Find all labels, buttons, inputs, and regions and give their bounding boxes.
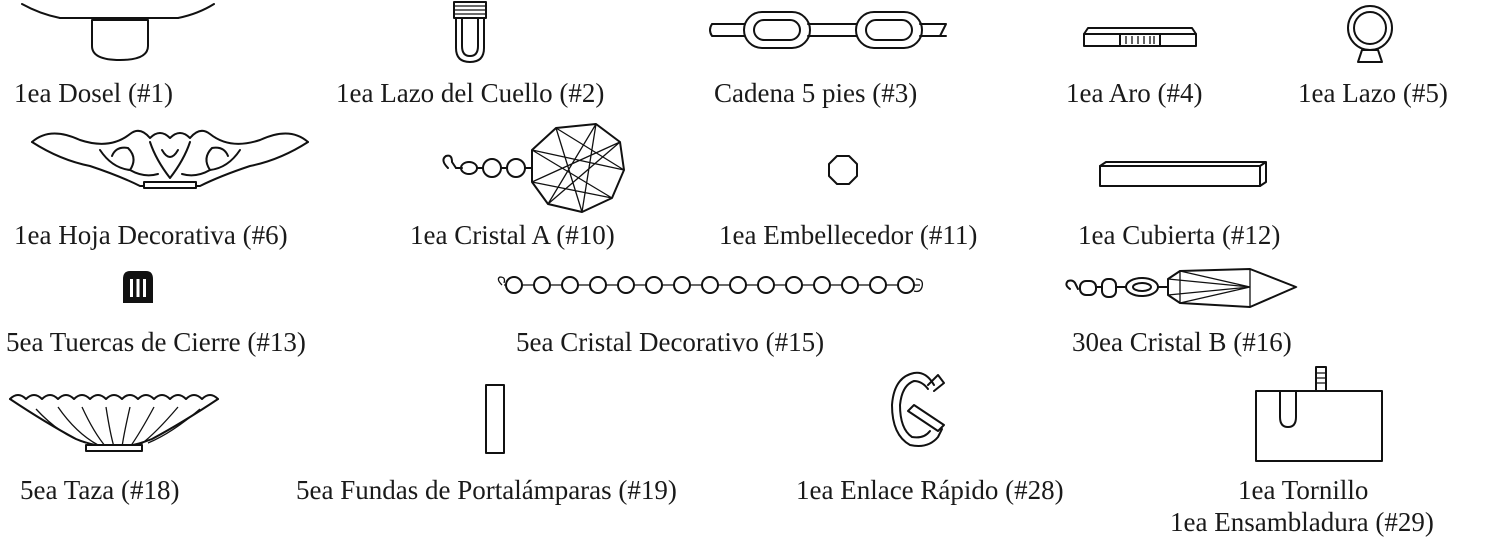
part-decorative-crystal: 5ea Cristal Decorativo (#15): [490, 265, 930, 365]
part-ring: 1ea Aro (#4): [1040, 0, 1240, 110]
crystal-prism-icon: [1060, 265, 1320, 315]
bobeche-cup-icon: [6, 387, 226, 467]
lock-nuts-label: 5ea Tuercas de Cierre (#13): [6, 327, 306, 357]
socket-cover-icon: [478, 383, 518, 463]
part-decorative-leaf: 1ea Hoja Decorativa (#6): [0, 120, 360, 260]
socket-covers-label: 5ea Fundas de Portalámparas (#19): [296, 475, 677, 505]
chain-label: Cadena 5 pies (#3): [714, 78, 918, 108]
screw-label: 1ea Tornillo: [1238, 475, 1369, 505]
ring-icon: [1080, 0, 1220, 70]
cover-plate-icon: [1094, 150, 1274, 210]
trim-label: 1ea Embellecedor (#11): [719, 220, 978, 250]
part-canopy: 1ea Dosel (#1): [0, 0, 240, 110]
part-chain: Cadena 5 pies (#3): [700, 0, 960, 110]
screw-bracket-icon: [1246, 365, 1386, 465]
part-lock-nuts: 5ea Tuercas de Cierre (#13): [0, 265, 380, 365]
decorative-leaf-label: 1ea Hoja Decorativa (#6): [14, 220, 288, 250]
ring-label: 1ea Aro (#4): [1066, 78, 1203, 108]
part-neck-loop: 1ea Lazo del Cuello (#2): [330, 0, 650, 110]
part-loop: 1ea Lazo (#5): [1290, 0, 1488, 110]
part-crystal-b: 30ea Cristal B (#16): [1060, 265, 1360, 365]
decorative-crystal-label: 5ea Cristal Decorativo (#15): [516, 327, 825, 357]
canopy-icon: [0, 0, 240, 70]
decorative-leaf-icon: [20, 120, 320, 200]
part-trim: 1ea Embellecedor (#11): [715, 120, 1035, 260]
assembly-label: 1ea Ensambladura (#29): [1170, 507, 1434, 537]
crystal-a-label: 1ea Cristal A (#10): [410, 220, 615, 250]
quick-link-icon: [880, 365, 960, 455]
chain-icon: [710, 0, 950, 70]
quick-link-label: 1ea Enlace Rápido (#28): [796, 475, 1064, 505]
trim-ring-icon: [823, 150, 863, 200]
part-cover: 1ea Cubierta (#12): [1070, 120, 1370, 260]
part-socket-covers: 5ea Fundas de Portalámparas (#19): [290, 365, 770, 505]
lock-nut-icon: [123, 271, 153, 303]
neck-loop-label: 1ea Lazo del Cuello (#2): [336, 78, 605, 108]
crystal-ball-icon: [436, 120, 636, 215]
cup-label: 5ea Taza (#18): [20, 475, 180, 505]
part-screw-assembly: 1ea Tornillo 1ea Ensambladura (#29): [1160, 365, 1488, 540]
canopy-label: 1ea Dosel (#1): [14, 78, 173, 108]
loop-icon: [1330, 0, 1410, 70]
cover-label: 1ea Cubierta (#12): [1078, 220, 1281, 250]
part-crystal-a: 1ea Cristal A (#10): [400, 120, 680, 260]
bead-strand-icon: [490, 267, 930, 307]
part-quick-link: 1ea Enlace Rápido (#28): [790, 365, 1130, 505]
crystal-b-label: 30ea Cristal B (#16): [1072, 327, 1292, 357]
neck-loop-icon: [440, 0, 500, 70]
part-cup: 5ea Taza (#18): [0, 365, 240, 505]
loop-label: 1ea Lazo (#5): [1298, 78, 1448, 108]
